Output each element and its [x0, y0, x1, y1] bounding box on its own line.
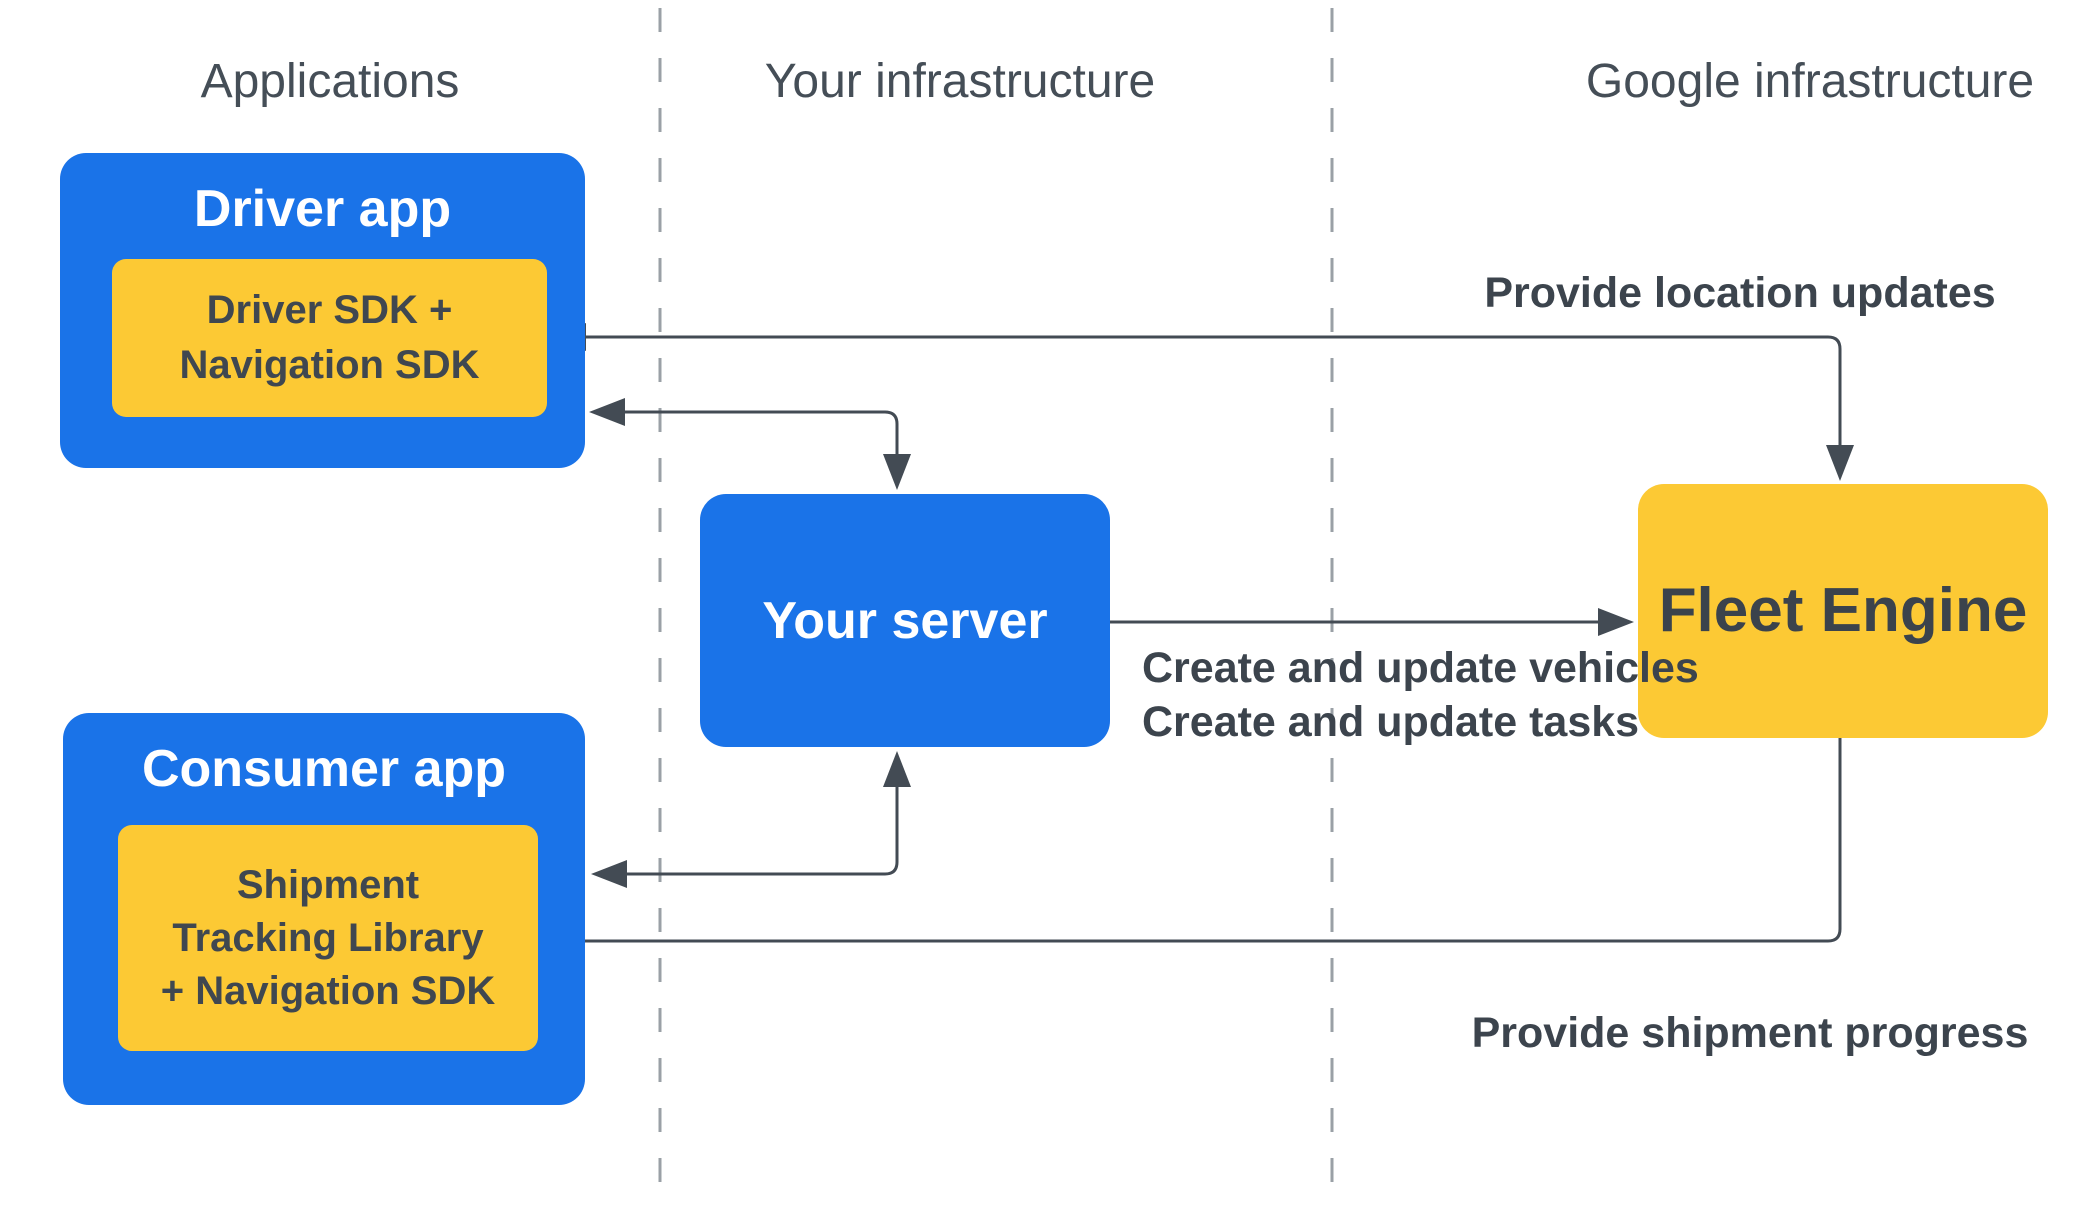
column-header-google-infrastructure: Google infrastructure [1585, 55, 2035, 108]
edge-fleet-to-driver-sdk [550, 323, 1854, 481]
arrowhead-left-into-driver-app [589, 398, 625, 426]
shipment-library-label-line3: + Navigation SDK [160, 968, 496, 1013]
consumer-app-title: Consumer app [141, 740, 507, 798]
edge-label-create-update-vehicles: Create and update vehicles [1142, 644, 1699, 692]
arrowhead-right-into-fleet-engine [1598, 608, 1634, 636]
column-header-your-infrastructure: Your infrastructure [764, 55, 1156, 108]
arrowhead-down-into-fleet-engine [1826, 445, 1854, 481]
shipment-library-label-line2: Tracking Library [172, 915, 484, 960]
fleet-engine-title: Fleet Engine [1658, 576, 2028, 645]
arrowhead-up-into-your-server [883, 751, 911, 787]
driver-sdk-label-line2: Navigation SDK [179, 343, 480, 387]
your-server-title: Your server [762, 591, 1048, 650]
edge-driver-app-your-server [589, 398, 911, 490]
fleet-engine-node: Fleet Engine [1638, 484, 2048, 738]
driver-sdk-node: Driver SDK + Navigation SDK [112, 259, 547, 417]
edge-fleet-to-shipment-library [542, 738, 1842, 955]
shipment-tracking-library-node: Shipment Tracking Library + Navigation S… [118, 825, 538, 1051]
driver-app-title: Driver app [193, 180, 452, 238]
edge-your-server-fleet-engine [1110, 608, 1634, 636]
edge-label-provide-location-updates: Provide location updates [1484, 269, 1996, 317]
your-server-node: Your server [700, 494, 1110, 747]
edge-label-provide-shipment-progress: Provide shipment progress [1471, 1009, 2029, 1057]
edge-consumer-app-your-server [591, 751, 911, 888]
driver-sdk-label-line1: Driver SDK + [206, 288, 453, 332]
shipment-library-label-line1: Shipment [236, 862, 420, 907]
arrowhead-down-into-your-server [883, 454, 911, 490]
arrowhead-left-into-consumer-app [591, 860, 627, 888]
column-header-applications: Applications [200, 55, 460, 108]
edge-label-create-update-tasks: Create and update tasks [1142, 698, 1640, 746]
